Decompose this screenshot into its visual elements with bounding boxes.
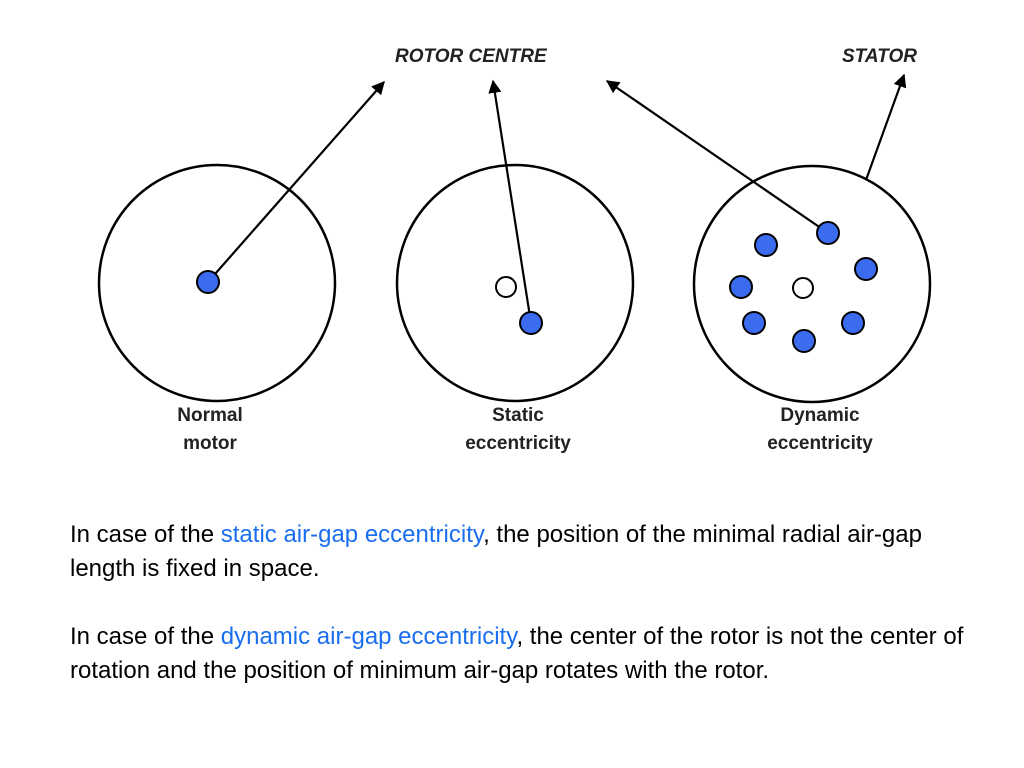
dynamic-rotor-position-dot	[792, 329, 816, 353]
paragraph-text: In case of the	[70, 521, 221, 548]
normal-rotor-centre-arrow	[207, 81, 385, 283]
dynamic-rotor-position-dot	[754, 233, 778, 257]
dynamic-rotor-position-dot	[729, 275, 753, 299]
dynamic-rotor-position-dot	[854, 257, 878, 281]
paragraph-text: , the center of the rotor is not the cen…	[70, 623, 964, 684]
static-eccentricity-diagram	[395, 79, 635, 403]
paragraph-text: In case of the	[70, 623, 221, 650]
dynamic-rotor-position-dot	[816, 221, 840, 245]
normal-motor-stator-circle	[97, 163, 337, 403]
static-rotor-centre-arrow	[488, 79, 533, 324]
normal-motor-diagram	[97, 81, 385, 403]
dynamic-eccentricity-paragraph: In case of the dynamic air-gap eccentric…	[70, 620, 970, 688]
paragraph-text: , the position of the minimal radial air…	[70, 521, 922, 582]
highlighted-term: dynamic air-gap eccentricity	[220, 623, 517, 650]
static-eccentricity-caption-line2: eccentricity	[465, 433, 571, 454]
static-stator-circle	[395, 163, 635, 403]
dynamic-rotor-position-dot	[841, 311, 865, 335]
highlighted-term: static air-gap eccentricity	[220, 521, 484, 548]
static-eccentricity-paragraph: In case of the static air-gap eccentrici…	[70, 518, 970, 586]
normal-motor-caption-line2: motor	[183, 433, 237, 454]
stator-arrow	[864, 73, 907, 181]
rotor-centre-label: ROTOR CENTRE	[395, 46, 548, 67]
dynamic-eccentricity-diagram	[605, 73, 932, 404]
static-rotor-centre-dot	[519, 311, 543, 335]
normal-rotor-centre-dot	[196, 270, 220, 294]
dynamic-stator-circle	[692, 164, 932, 404]
dynamic-rotor-centre-arrow	[605, 80, 829, 234]
dynamic-eccentricity-caption-line2: eccentricity	[767, 433, 873, 454]
dynamic-rotation-centre-dot	[792, 277, 814, 299]
dynamic-eccentricity-caption-line1: Dynamic	[780, 405, 860, 426]
eccentricity-diagram: ROTOR CENTRE STATOR Normal motor Static …	[97, 46, 932, 454]
static-eccentricity-caption-line1: Static	[492, 405, 544, 426]
static-stator-centre-dot	[495, 276, 517, 298]
dynamic-rotor-position-dot	[742, 311, 766, 335]
stator-label: STATOR	[842, 46, 917, 67]
normal-motor-caption-line1: Normal	[177, 405, 242, 426]
